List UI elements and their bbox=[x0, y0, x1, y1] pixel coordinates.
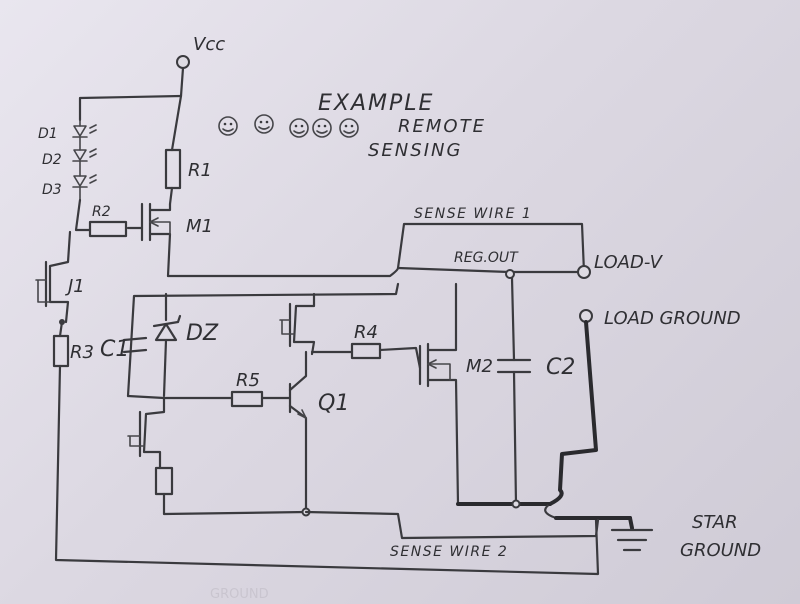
resistor-r1 bbox=[164, 148, 182, 190]
mosfet-upper bbox=[279, 292, 316, 356]
label-dz: DZ bbox=[186, 321, 219, 346]
regout-rail bbox=[396, 266, 586, 274]
star-ground-label-1: STAR bbox=[692, 512, 738, 533]
smiley-icon bbox=[218, 116, 238, 136]
load-v-terminal bbox=[577, 265, 591, 279]
mosfet-m2 bbox=[418, 282, 460, 506]
mosfet-lower-left bbox=[127, 396, 166, 470]
sense-wire-1-box bbox=[396, 222, 586, 274]
resistor-r4 bbox=[350, 342, 382, 360]
load-ground-label: LOAD GROUND bbox=[604, 308, 741, 329]
title-text: EXAMPLE bbox=[318, 91, 434, 116]
label-r5: R5 bbox=[236, 370, 260, 391]
label-r4: R4 bbox=[354, 322, 378, 343]
resistor-r3 bbox=[52, 334, 70, 368]
bjt-q1 bbox=[288, 350, 308, 514]
sense-wire-2-label: SENSE WIRE 2 bbox=[390, 544, 508, 560]
star-ground-label-2: GROUND bbox=[680, 540, 761, 561]
resistor-r2 bbox=[88, 220, 128, 238]
vcc-label: Vcc bbox=[193, 34, 225, 55]
ground-symbol-icon bbox=[610, 516, 654, 552]
sense-wire-1-label: SENSE WIRE 1 bbox=[414, 206, 532, 222]
wire-m1-to-regout bbox=[166, 266, 400, 278]
label-d1: D1 bbox=[38, 126, 58, 142]
smiley-icon bbox=[312, 118, 332, 138]
label-d3: D3 bbox=[42, 182, 62, 198]
load-v-label: LOAD-V bbox=[594, 252, 664, 273]
smiley-icon bbox=[339, 118, 359, 138]
label-r3: R3 bbox=[70, 342, 94, 363]
node-c2-bottom bbox=[511, 499, 521, 509]
label-c1: C1 bbox=[100, 337, 129, 362]
faint-show-through-text: GROUND bbox=[210, 587, 269, 602]
label-r1: R1 bbox=[188, 160, 212, 181]
label-q1: Q1 bbox=[318, 391, 349, 416]
vcc-terminal bbox=[176, 55, 190, 69]
smiley-icon bbox=[289, 118, 309, 138]
wire-vcc-left bbox=[78, 94, 183, 122]
subtitle-sensing: SENSING bbox=[368, 140, 462, 161]
resistor-r5 bbox=[230, 390, 264, 408]
smiley-icon bbox=[254, 114, 274, 134]
label-d2: D2 bbox=[42, 152, 62, 168]
mosfet-m1 bbox=[126, 202, 172, 278]
smiley-row bbox=[218, 114, 359, 138]
capacitor-c2 bbox=[496, 358, 532, 374]
resistor-lower-left bbox=[154, 466, 174, 496]
jfet-j1 bbox=[35, 230, 72, 324]
label-m2: M2 bbox=[466, 356, 493, 377]
diode-d2-icon bbox=[72, 148, 97, 162]
wire-vcc-down bbox=[170, 66, 185, 152]
diode-string bbox=[72, 119, 97, 201]
ground-crossover bbox=[544, 502, 558, 520]
label-j1: J1 bbox=[65, 276, 85, 297]
label-m1: M1 bbox=[186, 216, 213, 237]
sense-wire-2 bbox=[304, 510, 600, 540]
capacitor-c1 bbox=[122, 336, 148, 354]
label-r2: R2 bbox=[92, 204, 111, 220]
subtitle-remote: REMOTE bbox=[398, 116, 486, 137]
diode-d3-icon bbox=[72, 174, 97, 188]
diode-d1-icon bbox=[72, 124, 97, 138]
regout-node bbox=[505, 269, 515, 279]
label-c2: C2 bbox=[546, 355, 575, 380]
regout-label: REG.OUT bbox=[454, 250, 519, 266]
wire-load-ground bbox=[548, 320, 598, 506]
wire-left-return bbox=[54, 364, 600, 576]
